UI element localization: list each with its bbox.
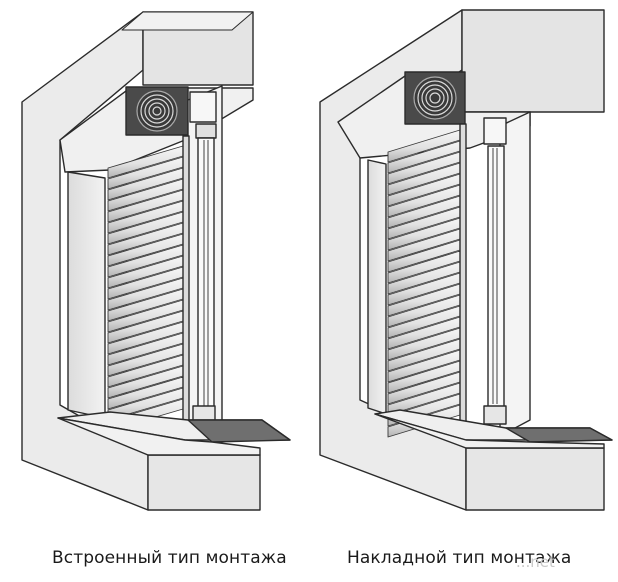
window-frame	[483, 117, 507, 425]
watermark-text: ...net	[516, 553, 555, 571]
sill-board	[505, 427, 613, 443]
guide-rail	[459, 123, 467, 443]
lower-wall-top	[57, 417, 261, 456]
caption-overlay: Накладной тип монтажа	[347, 548, 572, 568]
overlay-mount-illustration	[319, 9, 613, 511]
lower-wall-top	[374, 413, 605, 449]
built-in-mount-illustration	[21, 11, 291, 511]
lower-wall-front	[465, 447, 605, 511]
roller-coil	[136, 90, 178, 132]
lintel-block-front	[461, 9, 605, 113]
lintel-block-top	[121, 11, 254, 31]
reveal-left	[67, 171, 106, 419]
guide-rail	[182, 135, 190, 440]
shutter-curtain	[387, 129, 461, 438]
lower-wall-front	[147, 454, 261, 511]
shutter-curtain	[107, 145, 184, 432]
roller-coil	[413, 76, 457, 120]
sill-board	[187, 419, 291, 443]
caption-built-in: Встроенный тип монтажа	[52, 548, 287, 568]
window-frame	[189, 91, 217, 423]
reveal-left	[367, 159, 387, 415]
